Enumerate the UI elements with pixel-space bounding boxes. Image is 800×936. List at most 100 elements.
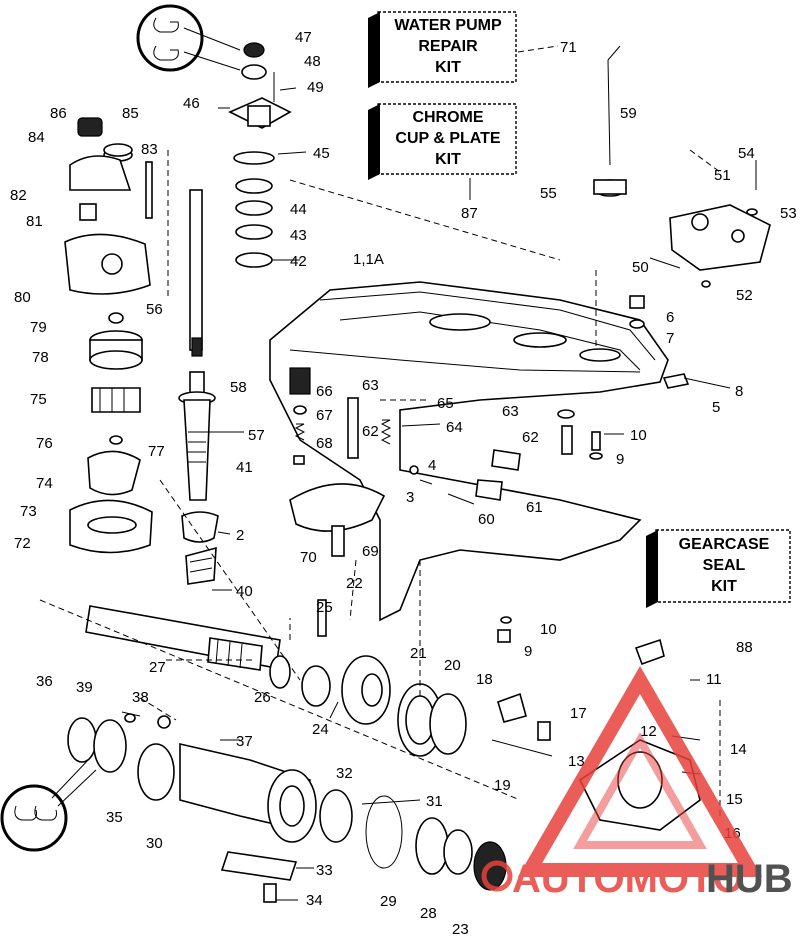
part-label: 73 <box>20 503 37 520</box>
part-label: 36 <box>36 673 53 690</box>
part-label: 32 <box>336 765 353 782</box>
part-label: 50 <box>632 259 649 276</box>
part-label: 59 <box>620 105 637 122</box>
part-label: 78 <box>32 349 49 366</box>
part-label: 6 <box>666 309 674 326</box>
part-label: 34 <box>306 892 323 909</box>
part-label: 42 <box>290 253 307 270</box>
part-label: 49 <box>307 79 324 96</box>
part-label: 53 <box>780 205 797 222</box>
part-label: 37 <box>236 733 253 750</box>
part-label: 15 <box>726 791 743 808</box>
part-label: 38 <box>132 689 149 706</box>
part-label: 26 <box>254 689 271 706</box>
part-label: 33 <box>316 862 333 879</box>
kit-title-line: SEAL <box>703 557 746 574</box>
part-label: 3 <box>406 489 414 506</box>
chrome-cup-plate-kit-box: CHROME CUP & PLATE KIT <box>368 103 517 180</box>
kit-title-line: KIT <box>711 578 737 595</box>
part-label: 11 <box>706 671 722 688</box>
part-label: 69 <box>362 543 379 560</box>
part-label: 4 <box>428 457 436 474</box>
part-label: 77 <box>148 443 165 460</box>
part-label: 19 <box>494 777 511 794</box>
part-label: 41 <box>236 459 253 476</box>
part-label: 8 <box>735 383 743 400</box>
part-label: 45 <box>313 145 330 162</box>
part-label: 10 <box>630 427 647 444</box>
part-label: 68 <box>316 435 333 452</box>
kit-title-line: REPAIR <box>418 38 478 55</box>
part-label: 44 <box>290 201 307 218</box>
part-label: 54 <box>738 145 755 162</box>
part-label: 1,1A <box>353 251 384 268</box>
part-label: 71 <box>560 39 577 56</box>
driveshaft-and-pump-housing <box>178 42 292 585</box>
part-label: 62 <box>362 423 379 440</box>
part-label: 63 <box>362 377 379 394</box>
automotohub-watermark: AUTOMOTO HUB <box>481 666 793 901</box>
seal-detail-circle-top <box>136 4 241 72</box>
part-label: 79 <box>30 319 47 336</box>
shift-parts-right <box>593 45 771 389</box>
part-label: 74 <box>36 475 53 492</box>
part-label: 24 <box>312 721 329 738</box>
part-label: 17 <box>570 705 587 722</box>
seal-detail-circle-bottom <box>0 757 97 852</box>
part-label: 58 <box>230 379 247 396</box>
part-label: 20 <box>444 657 461 674</box>
part-label: 60 <box>478 511 495 528</box>
part-label: 10 <box>540 621 557 638</box>
kit-title-line: WATER PUMP <box>394 17 502 34</box>
part-label: 87 <box>461 205 478 222</box>
part-label: 21 <box>410 645 427 662</box>
part-label: 81 <box>26 213 43 230</box>
part-label: 29 <box>380 893 397 910</box>
center-parts <box>289 367 665 666</box>
part-label: 27 <box>149 659 166 676</box>
part-label: 14 <box>730 741 747 758</box>
part-label: 46 <box>183 95 200 112</box>
part-label: 40 <box>236 583 253 600</box>
kit-title-line: KIT <box>435 151 461 168</box>
part-label: 76 <box>36 435 53 452</box>
part-label: 22 <box>346 575 363 592</box>
part-label: 72 <box>14 535 31 552</box>
part-label: 43 <box>290 227 307 244</box>
part-label: 75 <box>30 391 47 408</box>
part-label: 51 <box>714 167 731 184</box>
part-label: 23 <box>452 921 469 936</box>
part-labels: 47 48 49 46 45 44 43 42 71 59 55 87 54 5… <box>10 29 797 936</box>
part-label: 61 <box>526 499 543 516</box>
part-label: 63 <box>502 403 519 420</box>
part-label: 48 <box>304 53 321 70</box>
part-label: 65 <box>437 395 454 412</box>
part-label: 52 <box>736 287 753 304</box>
part-label: 31 <box>426 793 443 810</box>
part-label: 13 <box>568 753 585 770</box>
kit-title-line: KIT <box>435 59 461 76</box>
watermark-brand-b: HUB <box>706 857 793 901</box>
part-label: 83 <box>141 141 158 158</box>
part-label: 56 <box>146 301 163 318</box>
part-label: 39 <box>76 679 93 696</box>
water-pump-repair-kit-box: WATER PUMP REPAIR KIT <box>368 11 517 88</box>
part-label: 85 <box>122 105 139 122</box>
water-pump-parts <box>64 117 153 554</box>
part-label: 7 <box>666 330 674 347</box>
part-label: 18 <box>476 671 493 688</box>
part-label: 84 <box>28 129 45 146</box>
kit-title-line: CUP & PLATE <box>395 130 501 147</box>
part-label: 25 <box>316 599 333 616</box>
propshaft-assembly <box>67 599 553 903</box>
part-label: 88 <box>736 639 753 656</box>
part-label: 66 <box>316 383 333 400</box>
part-label: 2 <box>236 527 244 544</box>
part-label: 80 <box>14 289 31 306</box>
leader-lines <box>39 45 757 901</box>
kit-title-line: CHROME <box>412 109 483 126</box>
part-label: 64 <box>446 419 463 436</box>
part-label: 62 <box>522 429 539 446</box>
watermark-brand-a: AUTOMOTO <box>512 857 744 901</box>
